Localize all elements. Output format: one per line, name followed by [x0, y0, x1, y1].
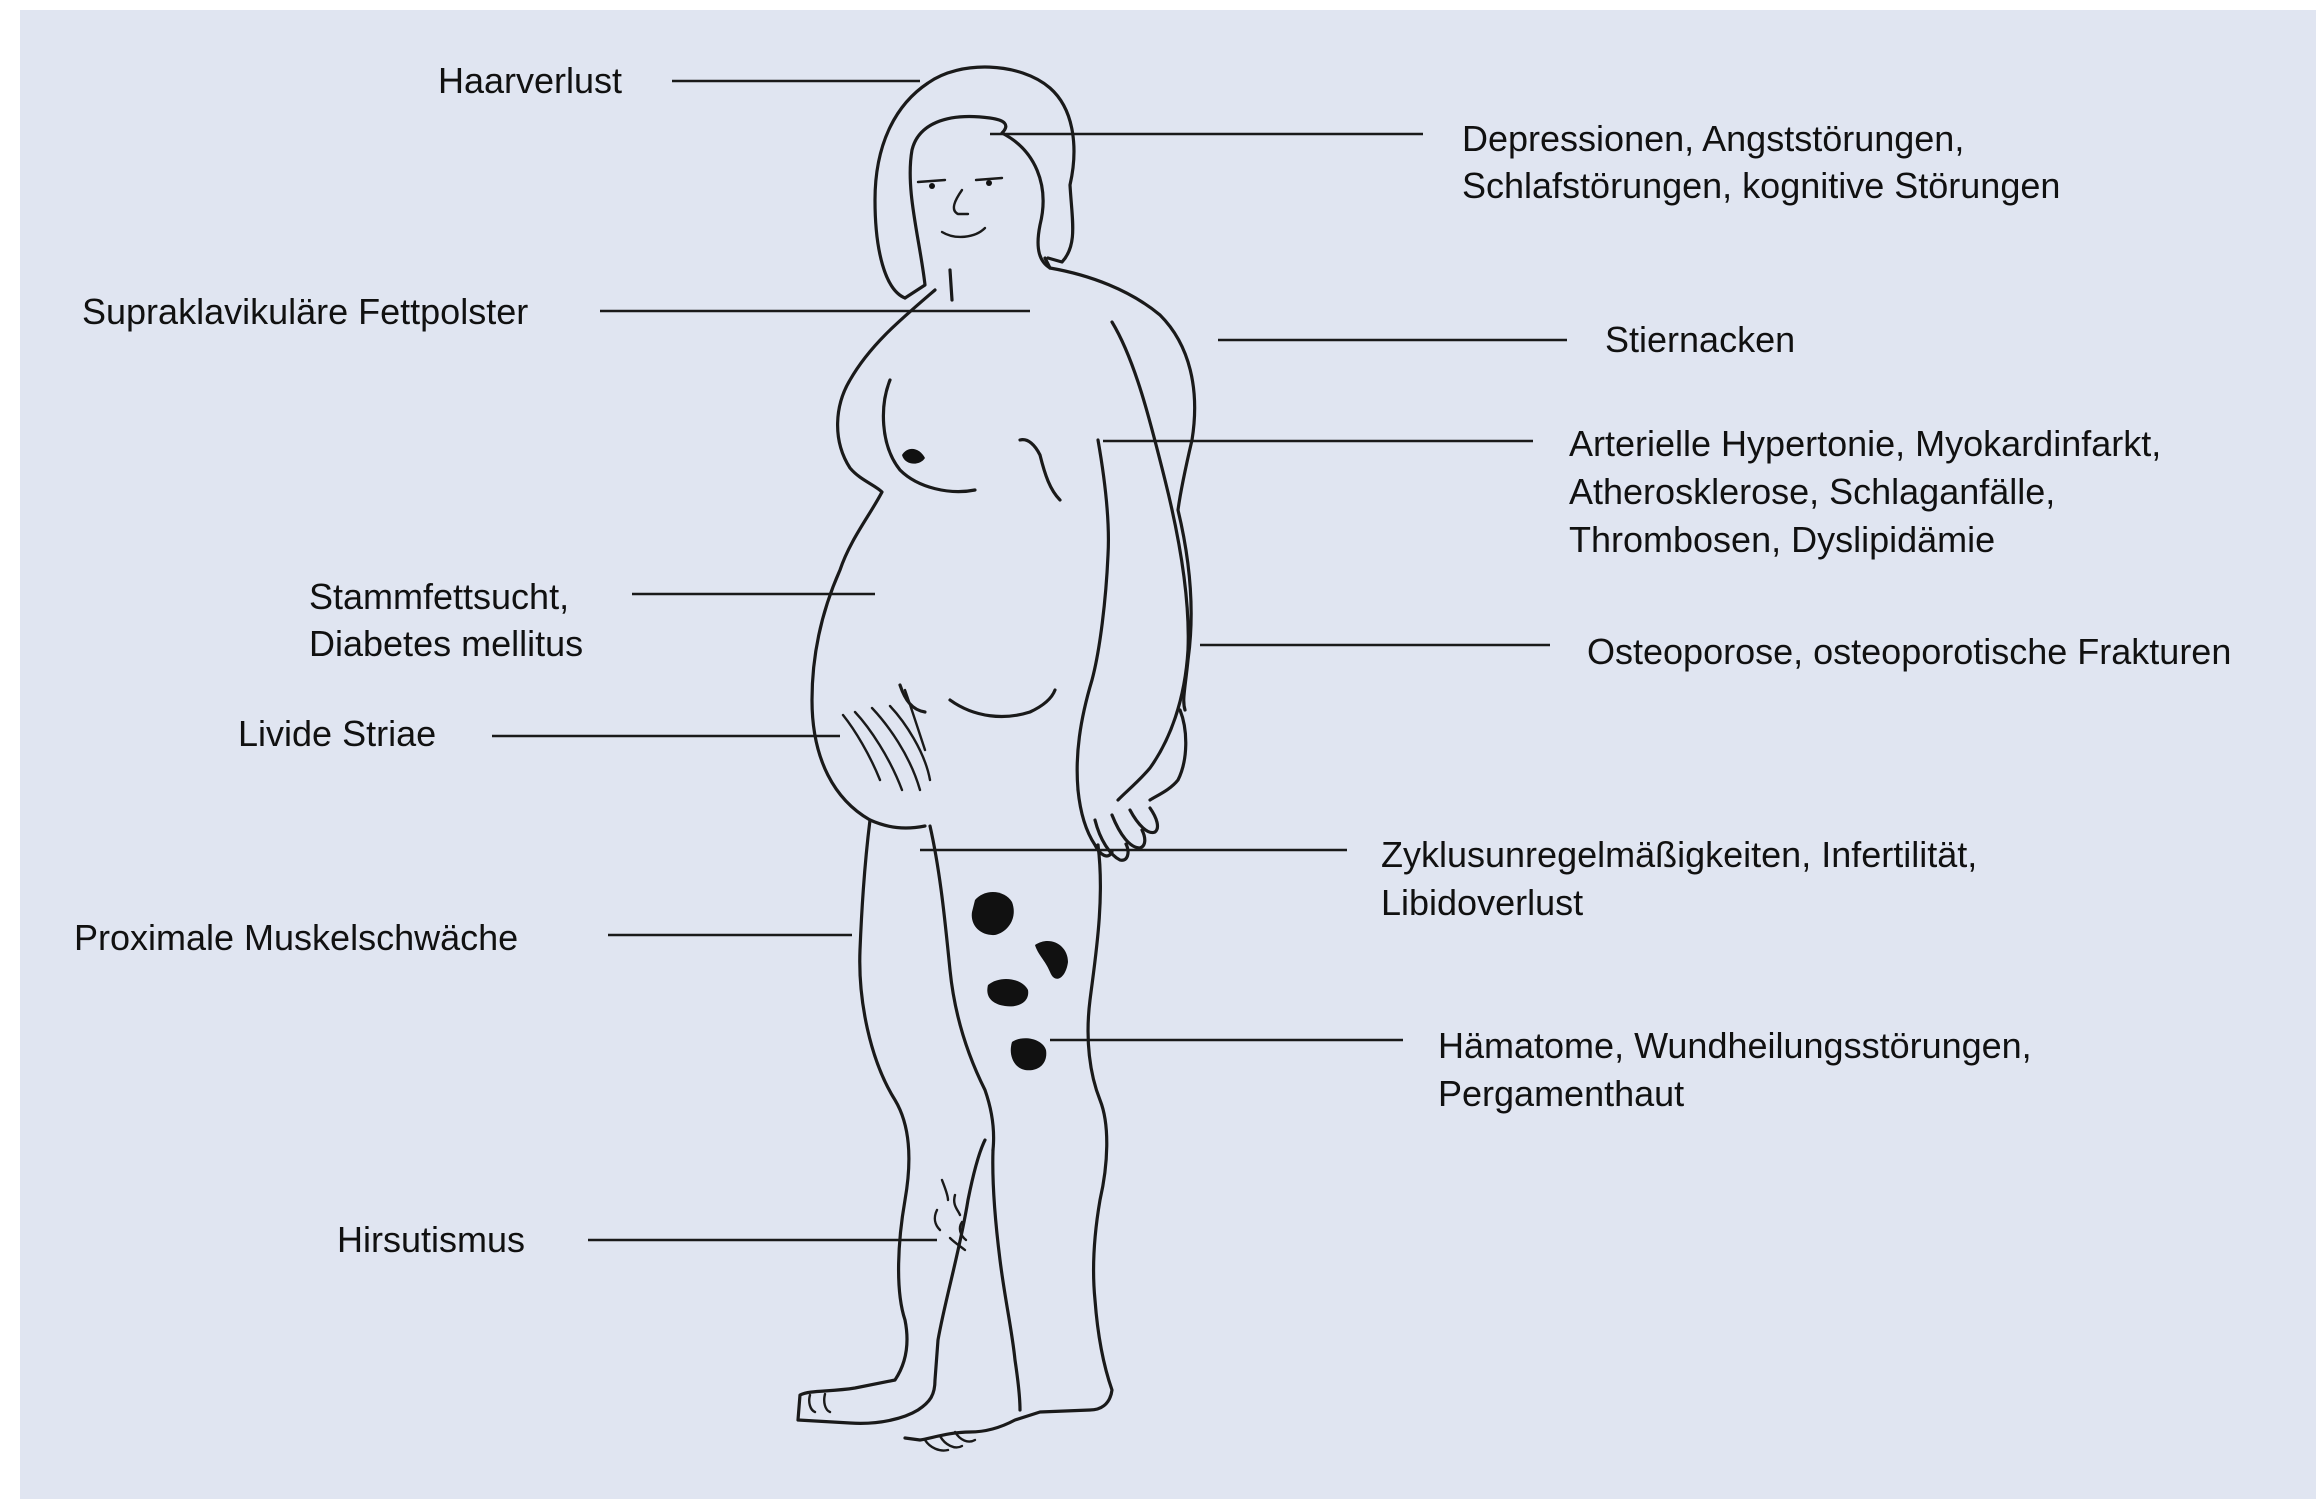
cushing-symptoms-figure: Haarverlust Depressionen, Angststörungen… — [20, 10, 2316, 1499]
torso-left-outline — [812, 290, 935, 828]
label-stammfettsucht-line2: Diabetes mellitus — [309, 623, 583, 664]
label-striae: Livide Striae — [238, 713, 436, 754]
label-hirsutismus: Hirsutismus — [337, 1219, 525, 1260]
label-depressionen-line2: Schlafstörungen, kognitive Störungen — [1462, 165, 2060, 206]
forearm-fold — [1150, 710, 1186, 800]
label-haematome-line2: Pergamenthaut — [1438, 1073, 1684, 1114]
label-zyklus-line1: Zyklusunregelmäßigkeiten, Infertilität, — [1381, 834, 1977, 875]
label-supraklavikulaer: Supraklavikuläre Fettpolster — [82, 291, 528, 332]
label-haematome-line1: Hämatome, Wundheilungsstörungen, — [1438, 1025, 2032, 1066]
breast — [883, 380, 975, 492]
leg-front-outline — [798, 820, 985, 1423]
striae-marks — [843, 690, 930, 790]
neck — [950, 258, 1050, 300]
chest-line — [1020, 440, 1060, 500]
nipple — [902, 449, 925, 464]
label-muskelschwaeche: Proximale Muskelschwäche — [74, 917, 518, 958]
nose — [954, 190, 968, 214]
pupil-right — [986, 180, 992, 186]
label-hypertonie-line1: Arterielle Hypertonie, Myokardinfarkt, — [1569, 423, 2161, 464]
eye-left — [918, 180, 945, 182]
label-haarverlust: Haarverlust — [438, 60, 622, 101]
label-zyklus-line2: Libidoverlust — [1381, 882, 1583, 923]
label-hypertonie-line2: Atherosklerose, Schlaganfälle, — [1569, 471, 2055, 512]
symptom-labels: Haarverlust Depressionen, Angststörungen… — [74, 60, 2231, 1260]
label-stammfettsucht-line1: Stammfettsucht, — [309, 576, 569, 617]
diagram-canvas: Haarverlust Depressionen, Angststörungen… — [20, 10, 2316, 1499]
leg-front-inner — [930, 826, 994, 1150]
eye-right — [976, 178, 1002, 180]
hematoma-1 — [972, 892, 1014, 935]
label-stiernacken: Stiernacken — [1605, 319, 1795, 360]
arm-inner — [1077, 440, 1108, 790]
belly-fold — [900, 685, 1055, 716]
label-depressionen-line1: Depressionen, Angststörungen, — [1462, 118, 1964, 159]
arm-outline — [1112, 322, 1188, 800]
hematoma-2 — [1035, 941, 1068, 979]
label-osteoporose: Osteoporose, osteoporotische Frakturen — [1587, 631, 2231, 672]
face-outline — [905, 117, 1050, 298]
hematoma-3 — [987, 979, 1028, 1006]
label-hypertonie-line3: Thrombosen, Dyslipidämie — [1569, 519, 1995, 560]
back-outline — [1050, 268, 1195, 710]
hematoma-4 — [1011, 1038, 1047, 1070]
pupil-left — [929, 183, 935, 189]
toes-front — [809, 1394, 830, 1412]
leg-back-inner — [993, 1150, 1020, 1410]
patient-body-drawing — [798, 67, 1195, 1450]
mouth — [942, 228, 985, 237]
